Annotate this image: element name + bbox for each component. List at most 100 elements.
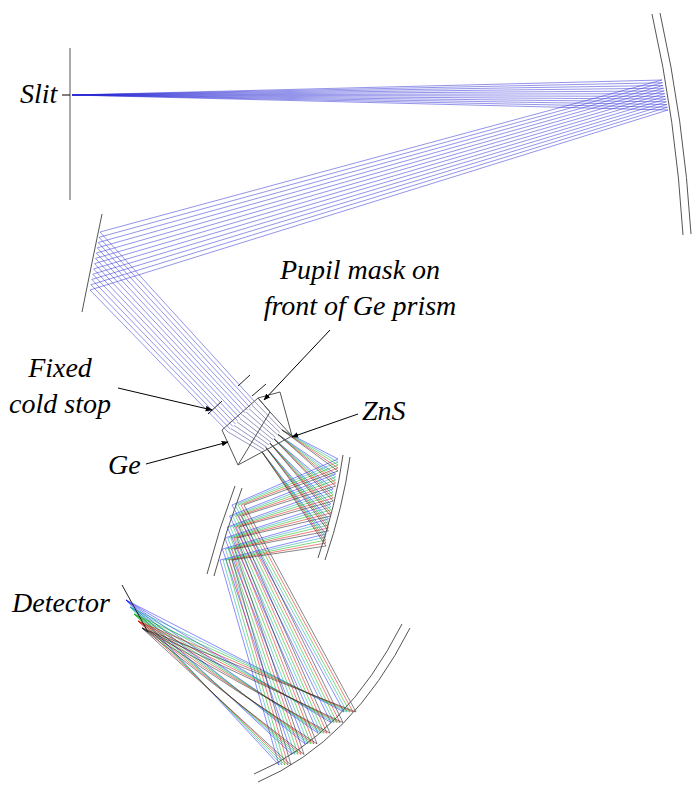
light-ray <box>239 527 330 733</box>
light-ray <box>91 285 231 430</box>
part-label: Detector <box>12 585 110 621</box>
light-ray <box>278 434 336 477</box>
light-ray <box>240 419 271 443</box>
camera-mirror-back <box>325 457 350 560</box>
light-ray <box>232 546 326 560</box>
light-ray <box>138 621 314 744</box>
slit <box>70 48 71 200</box>
light-ray <box>96 253 245 413</box>
light-ray <box>130 607 334 723</box>
light-ray <box>242 516 343 723</box>
light-ray <box>138 621 340 723</box>
light-ray <box>72 94 665 95</box>
light-ray <box>95 258 242 415</box>
leader-line <box>292 414 358 437</box>
part-label: Pupil mask on front of Ge prism <box>255 252 465 324</box>
light-ray <box>98 243 250 408</box>
light-ray <box>255 402 282 430</box>
cold-stop <box>238 375 250 386</box>
light-ray <box>134 614 311 744</box>
light-ray <box>72 95 666 102</box>
light-ray <box>231 538 311 744</box>
light-ray <box>95 96 666 263</box>
leader-line <box>118 388 212 410</box>
leader-line <box>264 330 330 400</box>
light-ray <box>95 94 664 259</box>
light-ray <box>241 468 338 505</box>
light-ray <box>229 560 288 765</box>
leader-line <box>146 442 228 464</box>
light-ray <box>228 432 262 452</box>
light-ray <box>230 527 321 733</box>
light-ray <box>100 232 255 402</box>
light-ray <box>142 628 330 733</box>
light-ray <box>93 102 667 274</box>
light-ray <box>239 501 333 527</box>
leader-line <box>62 95 70 96</box>
light-ray <box>96 91 664 253</box>
light-ray <box>242 486 336 516</box>
camera-mirror-back <box>254 624 402 774</box>
light-ray <box>94 269 238 421</box>
light-ray <box>94 99 666 269</box>
cold-stop <box>208 401 222 414</box>
light-ray <box>100 80 662 232</box>
ray-bundle <box>72 80 668 765</box>
light-ray <box>138 621 301 754</box>
light-ray <box>278 434 336 483</box>
part-label: Fixed cold stop <box>4 350 116 422</box>
light-ray <box>134 614 337 723</box>
camera-mirror-back <box>207 486 235 574</box>
light-ray <box>233 495 333 527</box>
light-ray <box>142 628 317 744</box>
light-ray <box>142 628 343 723</box>
light-ray <box>126 600 344 712</box>
light-ray <box>142 628 304 754</box>
ge-prism <box>222 398 270 465</box>
light-ray <box>239 516 340 723</box>
light-ray <box>130 607 347 712</box>
light-ray <box>99 83 662 238</box>
collimator-mirror-back <box>660 13 691 234</box>
part-label: ZnS <box>362 393 406 429</box>
light-ray <box>234 538 314 744</box>
light-ray <box>72 95 667 107</box>
light-ray <box>98 85 663 242</box>
light-ray <box>227 489 333 527</box>
part-label: Ge <box>108 447 141 483</box>
light-ray <box>72 91 664 95</box>
light-ray <box>97 248 247 410</box>
light-ray <box>236 527 327 733</box>
light-ray <box>142 628 356 712</box>
light-ray <box>92 105 667 280</box>
part-label: Slit <box>20 76 57 112</box>
light-ray <box>244 471 338 505</box>
light-ray <box>234 549 304 754</box>
fold-mirror <box>82 214 102 312</box>
light-ray <box>246 412 275 437</box>
light-ray <box>229 543 326 560</box>
light-ray <box>244 505 356 712</box>
light-ray <box>142 628 291 765</box>
light-ray <box>282 430 338 471</box>
light-ray <box>278 434 336 486</box>
light-ray <box>130 607 308 744</box>
light-ray <box>232 560 291 765</box>
light-ray <box>270 443 331 516</box>
prism-edge <box>238 436 292 465</box>
light-ray <box>282 430 338 468</box>
light-ray <box>99 237 252 404</box>
light-ray <box>243 415 273 439</box>
detector <box>122 585 148 632</box>
light-ray <box>231 549 301 754</box>
light-ray <box>92 279 233 426</box>
light-ray <box>126 600 331 723</box>
light-ray <box>234 513 331 538</box>
light-ray <box>95 264 241 419</box>
light-ray <box>234 531 328 549</box>
light-ray <box>97 88 663 248</box>
light-ray <box>237 538 317 744</box>
pupil-mask <box>252 384 266 396</box>
light-ray <box>126 600 318 733</box>
